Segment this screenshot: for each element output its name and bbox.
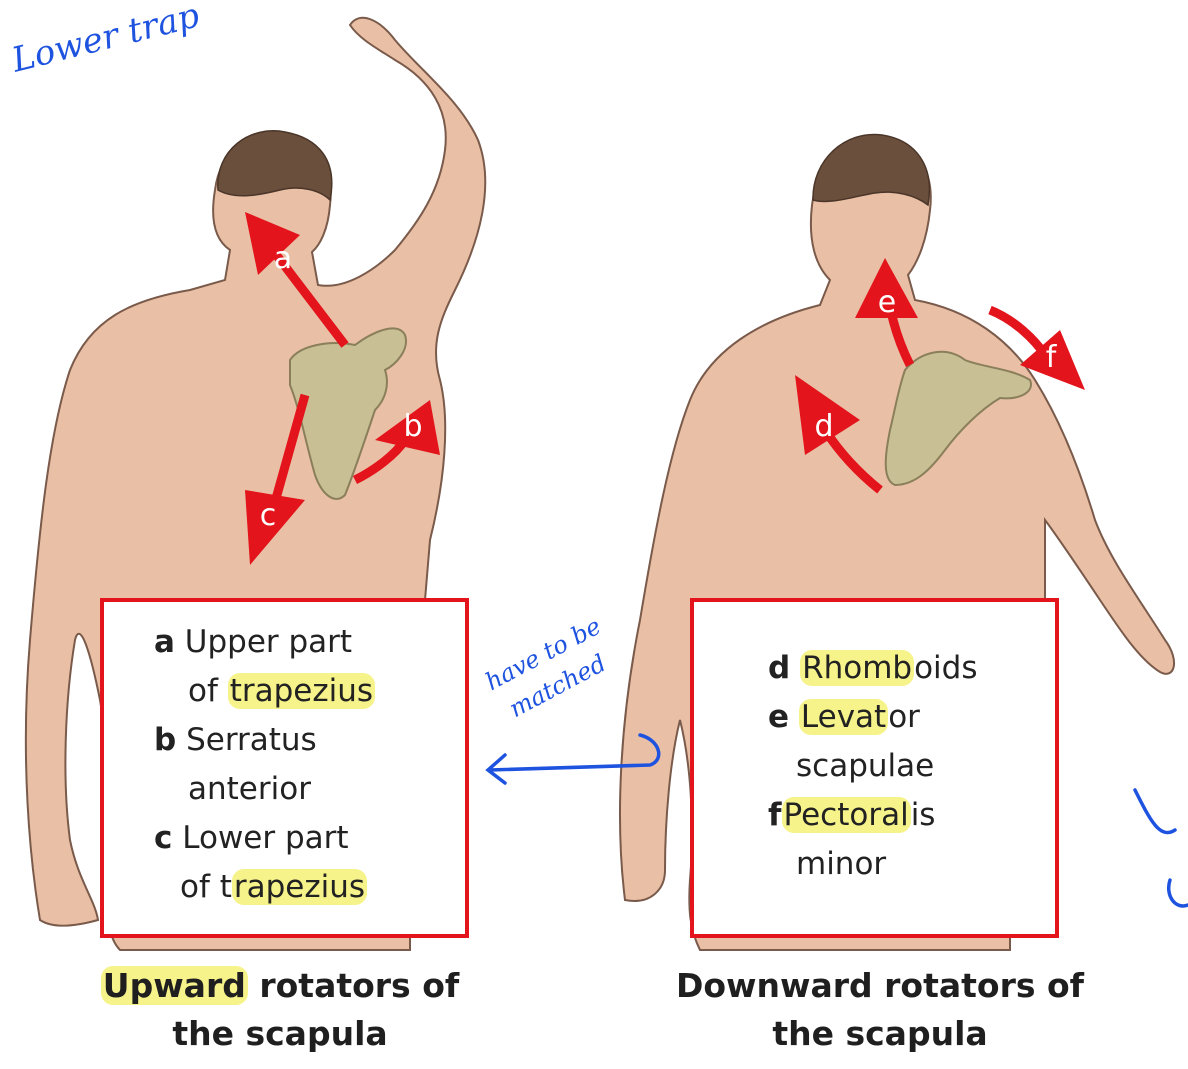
legend-row-b: b Serratus [154,722,317,758]
legend-letter: e [768,699,789,735]
legend-row-d: d Rhomboids [768,650,978,686]
caption-upward: Upward rotators of the scapula [80,962,480,1058]
legend-letter: c [154,820,172,856]
arrow-label-c: c [260,498,277,533]
caption-text: the scapula [772,1014,987,1053]
caption-text: the scapula [172,1014,387,1053]
arrow-label-d: d [814,409,833,444]
legend-row-f2: minor [796,846,886,882]
caption-downward: Downward rotators of the scapula [650,962,1110,1058]
ink-mark-right [1135,790,1175,833]
legend-row-c2: of trapezius [180,869,367,905]
highlighted-term: Pectoral [782,797,911,833]
legend-letter: d [768,650,790,686]
highlighted-term: Rhomb [800,650,914,686]
arrow-label-e: e [878,285,896,320]
arrow-label-b: b [403,409,422,444]
legend-letter: a [154,624,175,660]
legend-text: of [188,673,228,709]
legend-text: anterior [188,771,311,807]
arrow-label-f: f [1046,340,1058,375]
legend-text: is [911,797,936,833]
legend-letter: f [768,797,782,833]
highlighted-term: Levat [799,699,888,735]
legend-row-c: c Lower part [154,820,349,856]
legend-text: Serratus [186,722,317,758]
legend-row-b2: anterior [188,771,311,807]
caption-text: Downward rotators of [676,966,1084,1005]
legend-text: oids [914,650,977,686]
legend-text: or [888,699,920,735]
legend-text: Upper part [185,624,352,660]
highlighted-term: rapezius [232,869,367,905]
legend-upward: a Upper part of trapezius b Serratus ant… [100,598,469,938]
legend-text: Lower part [182,820,348,856]
highlighted-term: trapezius [228,673,375,709]
legend-letter: b [154,722,176,758]
caption-highlight: Upward [101,966,248,1005]
legend-downward: d Rhomboids e Levator scapulae fPectoral… [690,598,1059,938]
legend-text: minor [796,846,886,882]
caption-text: rotators of [248,966,459,1005]
ink-mark-right-2 [1169,880,1188,906]
legend-row-e: e Levator [768,699,920,735]
legend-row-e2: scapulae [796,748,934,784]
legend-text: of t [180,869,232,905]
legend-row-a2: of trapezius [188,673,375,709]
legend-text: scapulae [796,748,934,784]
legend-row-a: a Upper part [154,624,352,660]
legend-row-f: fPectoralis [768,797,935,833]
arrow-label-a: a [274,241,292,276]
